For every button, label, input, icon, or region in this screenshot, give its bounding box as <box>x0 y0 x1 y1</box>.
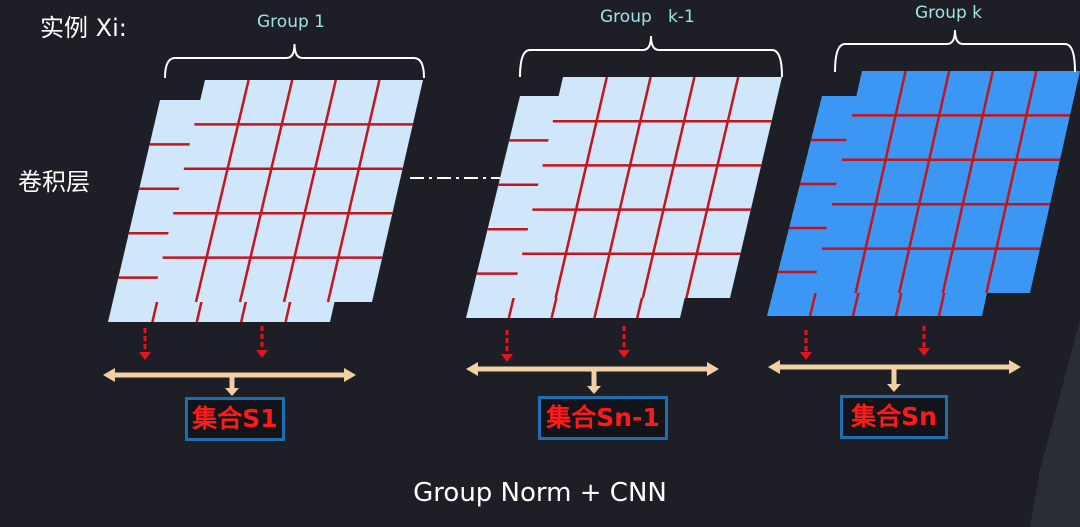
group-3-down-arrow-2 <box>918 326 930 356</box>
set-s1-box: 集合S1 <box>185 397 285 441</box>
set-sn-box: 集合Sn <box>840 395 948 439</box>
group-2-front-grid-col-line <box>554 76 609 299</box>
group-2-front-grid-col-line <box>685 76 740 299</box>
group-1-front-grid-col-line <box>326 79 381 303</box>
group-1-down-arrow-2-head <box>256 350 268 358</box>
conv-layer-label: 卷积层 <box>18 168 90 196</box>
background-panel <box>1030 320 1080 527</box>
group-2-down-arrow-1-head <box>501 354 513 362</box>
group-1-connector <box>103 368 356 396</box>
set-sn-minus-1-box: 集合Sn-1 <box>538 396 668 440</box>
group-2-connector-stem-head <box>587 386 601 394</box>
group-1-connector-stem-head <box>225 388 239 396</box>
instance-label: 实例 Xi: <box>40 14 127 42</box>
group-1-down-arrow-1 <box>139 328 151 360</box>
group-3-front-grid-col-line <box>897 70 951 294</box>
group-3-down-arrow-2-head <box>918 348 930 356</box>
group-3-connector-right-head <box>1009 360 1021 374</box>
group-2-front-grid-fill <box>512 77 782 298</box>
group-1-front-grid <box>152 79 423 303</box>
group-3-front-grid-col-line <box>941 70 995 294</box>
group-3-connector <box>768 360 1021 392</box>
footer-caption: Group Norm + CNN <box>413 478 667 508</box>
group-1-name: Group 1 <box>257 12 325 32</box>
group-3-bracket <box>834 29 1076 73</box>
group-2-bracket <box>519 35 783 78</box>
group-3-front-grid-col-line <box>985 70 1038 294</box>
group-2-down-arrow-1 <box>501 330 513 362</box>
group-1-front-grid-col-line <box>238 79 294 303</box>
group-2-front-grid-col-line <box>597 76 652 299</box>
group-2-connector-left-head <box>466 362 478 376</box>
group-3-connector-left-head <box>768 360 780 374</box>
group-3-front-grid-fill <box>812 71 1080 293</box>
group-3-front-grid <box>812 70 1080 294</box>
group-1-connector-left-head <box>103 368 115 382</box>
group-1-front-grid-col-line <box>282 79 338 303</box>
group-1-front-grid-col-line <box>194 79 250 303</box>
group-3-down-arrow-1 <box>800 330 812 360</box>
group-2-front-grid-col-line <box>641 76 696 299</box>
group-1-connector-right-head <box>344 368 356 382</box>
group-3-connector-stem-head <box>887 384 901 392</box>
group-2-down-arrow-2 <box>618 326 630 358</box>
group-k-name: Group k <box>915 3 983 23</box>
group-3-front-grid-col-line <box>854 70 907 294</box>
group-1-down-arrow-2 <box>256 326 268 358</box>
group-1-down-arrow-1-head <box>139 352 151 360</box>
group-2-down-arrow-2-head <box>618 350 630 358</box>
group-1-bracket <box>164 43 425 79</box>
group-2-connector-right-head <box>707 362 719 376</box>
group-3-down-arrow-1-head <box>800 352 812 360</box>
group-k-minus-1-name: Group k-1 <box>600 7 695 27</box>
group-2-connector <box>466 362 719 394</box>
group-1-front-grid-fill <box>152 80 423 302</box>
group-2-front-grid <box>512 76 782 299</box>
